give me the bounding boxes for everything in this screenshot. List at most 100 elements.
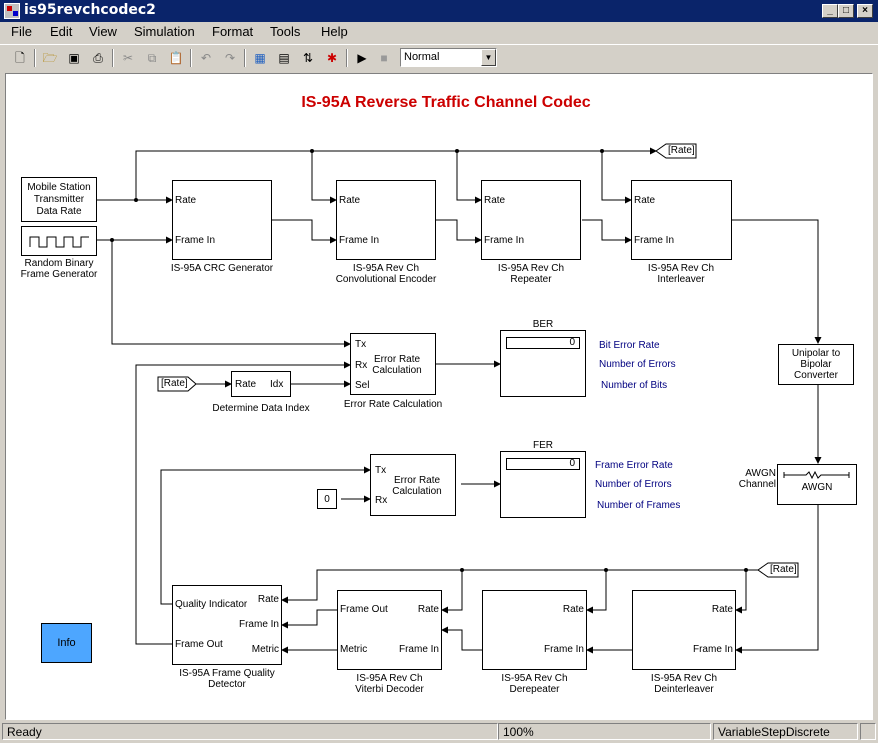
error-rate-calc-1-block[interactable]: Tx Rx Sel Error Rate Calculation bbox=[350, 333, 436, 395]
status-bar: Ready 100% VariableStepDiscrete bbox=[0, 722, 878, 743]
err2-text2: Calculation bbox=[392, 486, 442, 497]
viterbi-decoder-block[interactable]: Frame Out Metric Rate Frame In bbox=[337, 590, 442, 670]
err1-tx-port: Tx bbox=[355, 339, 367, 350]
conv-frame-in-port: Frame In bbox=[339, 235, 380, 246]
fer-title: FER bbox=[533, 440, 553, 451]
menu-view[interactable]: View bbox=[89, 24, 117, 39]
interleaver-block[interactable]: Rate Frame In bbox=[631, 180, 732, 260]
new-icon[interactable]: 🗋 bbox=[15, 51, 25, 65]
derep-frame-in-port: Frame In bbox=[543, 644, 584, 655]
deinterleaver-block[interactable]: Rate Frame In bbox=[632, 590, 736, 670]
print-icon[interactable]: ⎙ bbox=[93, 51, 103, 65]
debug-icon[interactable]: ✱ bbox=[326, 51, 338, 65]
deint-frame-in-port: Frame In bbox=[692, 644, 733, 655]
crc-rate-port: Rate bbox=[175, 195, 197, 206]
fqd-frame-in-port: Frame In bbox=[238, 619, 279, 630]
deint-rate-port: Rate bbox=[711, 604, 733, 615]
ber-label-number-of-bits: Number of Bits bbox=[601, 380, 668, 391]
ber-display-block[interactable]: 0 bbox=[500, 330, 586, 397]
ddi-idx-port: Idx bbox=[270, 379, 284, 390]
from-rate-tag-bottom[interactable]: [Rate] bbox=[770, 564, 797, 575]
status-solver: VariableStepDiscrete bbox=[713, 723, 858, 740]
chevron-down-icon[interactable]: ▼ bbox=[481, 49, 496, 66]
unipolar-bipolar-block[interactable]: Unipolar to Bipolar Converter bbox=[778, 344, 854, 385]
open-folder-icon[interactable]: 🗁 bbox=[42, 51, 58, 65]
info-button[interactable]: Info bbox=[41, 623, 92, 663]
err2-text1: Error Rate bbox=[393, 475, 441, 486]
vit-metric-port: Metric bbox=[340, 644, 368, 655]
unipolar-line3: Converter bbox=[794, 370, 838, 381]
undo-icon[interactable]: ↶ bbox=[200, 51, 212, 65]
goto-rate-tag[interactable]: [Rate] bbox=[668, 145, 695, 156]
mobile-station-block[interactable]: Mobile Station Transmitter Data Rate bbox=[21, 177, 97, 222]
menu-format[interactable]: Format bbox=[212, 24, 254, 39]
redo-icon[interactable]: ↷ bbox=[224, 51, 236, 65]
window-title: is95revchcodec2 bbox=[24, 2, 156, 18]
menu-help[interactable]: Help bbox=[321, 24, 348, 39]
menu-tools[interactable]: Tools bbox=[270, 24, 301, 39]
go-to-parent-icon[interactable]: ⇅ bbox=[302, 51, 314, 65]
maximize-button[interactable]: □ bbox=[838, 4, 854, 18]
err1-sel-port: Sel bbox=[355, 380, 370, 391]
constant-zero-block[interactable]: 0 bbox=[317, 489, 337, 509]
fer-display-block[interactable]: 0 bbox=[500, 451, 586, 518]
menu-bar: File Edit View Simulation Format Tools H… bbox=[0, 22, 878, 42]
paste-icon[interactable]: 📋 bbox=[168, 51, 184, 65]
save-icon[interactable]: ▣ bbox=[68, 51, 80, 65]
ber-title: BER bbox=[532, 319, 554, 330]
ber-label-bit-error-rate: Bit Error Rate bbox=[599, 340, 660, 351]
menu-file[interactable]: File bbox=[11, 24, 32, 39]
intl-frame-in-port: Frame In bbox=[634, 235, 675, 246]
status-zoom: 100% bbox=[498, 723, 711, 740]
awgn-name1: AWGN bbox=[745, 468, 776, 479]
library-browser-icon[interactable]: ▦ bbox=[254, 51, 266, 65]
model-canvas[interactable]: IS-95A Reverse Traffic Channel Codec [Ra… bbox=[5, 73, 873, 720]
err2-tx-port: Tx bbox=[375, 465, 387, 476]
simulation-mode-value: Normal bbox=[404, 51, 440, 63]
toolbar-separator bbox=[112, 49, 114, 67]
model-browser-icon[interactable]: ▤ bbox=[278, 51, 290, 65]
derep-label1: IS-95A Rev Ch bbox=[501, 673, 568, 684]
toolbar-separator bbox=[190, 49, 192, 67]
minimize-button[interactable]: _ bbox=[822, 4, 838, 18]
menu-simulation[interactable]: Simulation bbox=[134, 24, 195, 39]
simulation-mode-select[interactable]: Normal ▼ bbox=[400, 48, 497, 67]
conv-label1: IS-95A Rev Ch bbox=[352, 263, 420, 274]
vit-rate-port: Rate bbox=[417, 604, 439, 615]
constant-zero-value: 0 bbox=[324, 494, 330, 505]
frame-quality-detector-block[interactable]: Quality Indicator Frame Out Rate Frame I… bbox=[172, 585, 282, 665]
menu-edit[interactable]: Edit bbox=[50, 24, 73, 39]
rep-frame-in-port: Frame In bbox=[484, 235, 525, 246]
random-binary-label2: Frame Generator bbox=[20, 269, 98, 280]
stop-simulation-icon[interactable]: ■ bbox=[380, 51, 388, 65]
err1-label: Error Rate Calculation bbox=[343, 399, 443, 410]
copy-icon[interactable]: ⧉ bbox=[147, 51, 157, 65]
resize-grip-icon[interactable] bbox=[860, 723, 876, 740]
random-binary-block[interactable] bbox=[21, 226, 97, 256]
fer-value: 0 bbox=[506, 458, 580, 470]
rep-label2: Repeater bbox=[510, 274, 552, 285]
awgn-name2: Channel bbox=[738, 479, 776, 490]
rep-rate-port: Rate bbox=[484, 195, 506, 206]
crc-generator-block[interactable]: Rate Frame In bbox=[172, 180, 272, 260]
derep-label2: Derepeater bbox=[509, 684, 560, 695]
close-button[interactable]: × bbox=[857, 4, 873, 18]
cut-icon[interactable]: ✂ bbox=[122, 51, 134, 65]
ber-label-number-of-errors: Number of Errors bbox=[599, 359, 676, 370]
determine-data-index-block[interactable]: Rate Idx bbox=[231, 371, 291, 397]
vit-label2: Viterbi Decoder bbox=[355, 684, 424, 695]
conv-label2: Convolutional Encoder bbox=[335, 274, 437, 285]
toolbar: 🗋 🗁 ▣ ⎙ ✂ ⧉ 📋 ↶ ↷ ▦ ▤ ⇅ ✱ ▶ ■ bbox=[0, 44, 878, 70]
derepeater-block[interactable]: Rate Frame In bbox=[482, 590, 587, 670]
repeater-block[interactable]: Rate Frame In bbox=[481, 180, 581, 260]
derep-rate-port: Rate bbox=[562, 604, 584, 615]
fqd-rate-port: Rate bbox=[257, 594, 279, 605]
err1-text2: Calculation bbox=[372, 365, 422, 376]
conv-encoder-block[interactable]: Rate Frame In bbox=[336, 180, 436, 260]
from-rate-tag[interactable]: [Rate] bbox=[161, 378, 188, 389]
error-rate-calc-2-block[interactable]: Tx Rx Error Rate Calculation bbox=[370, 454, 456, 516]
fqd-metric-port: Metric bbox=[251, 644, 279, 655]
awgn-channel-block[interactable]: AWGN bbox=[777, 464, 857, 505]
mobile-station-line3: Data Rate bbox=[36, 206, 82, 217]
start-simulation-icon[interactable]: ▶ bbox=[357, 51, 367, 65]
